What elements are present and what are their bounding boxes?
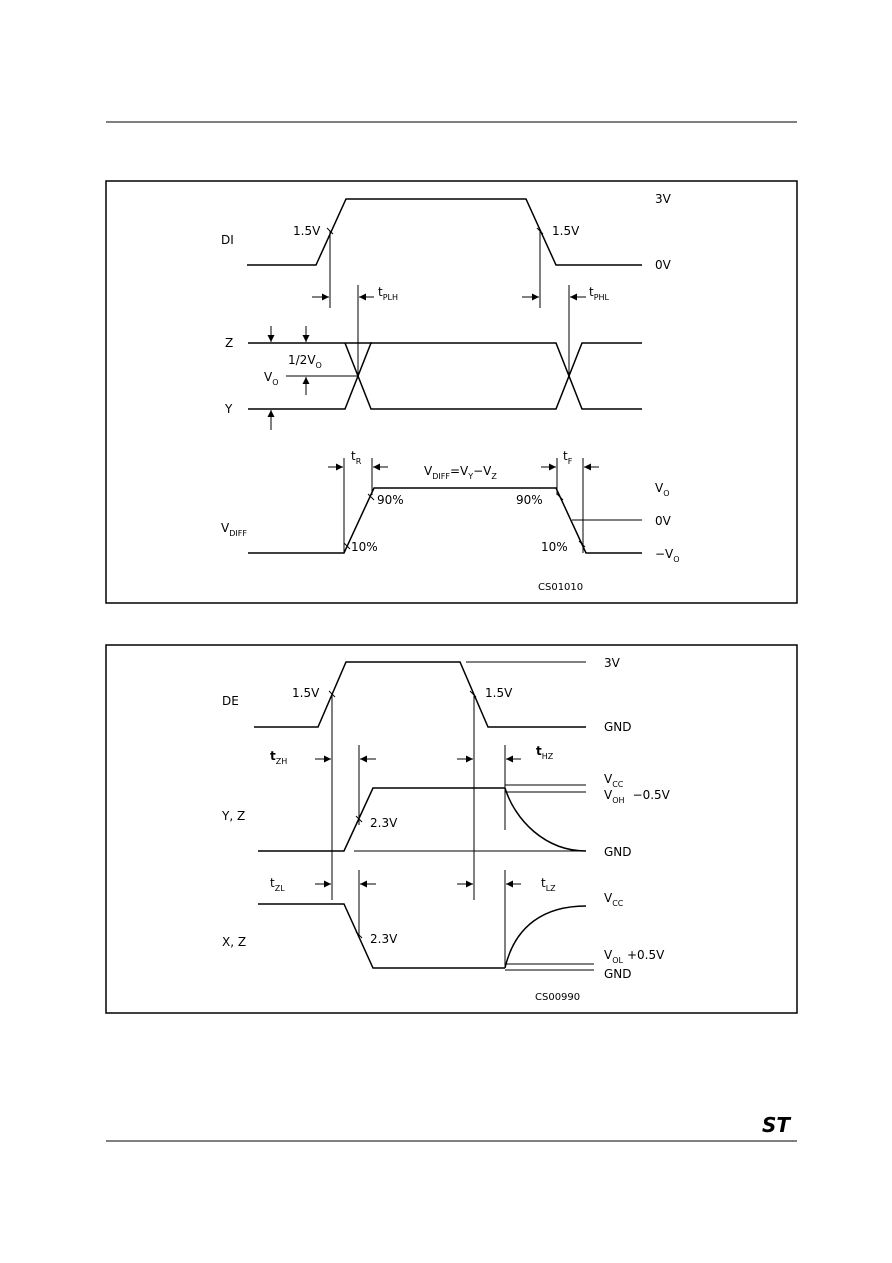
diagram-frame [105,180,798,604]
tlz-label: tLZ [541,876,556,893]
tr-label: tR [351,449,362,466]
xz-vcc-label: VCC [604,891,624,908]
zero-level-label: 0V [655,514,672,528]
p90-left-tick [367,493,375,501]
vdiff-formula: VDIFF=VY−VZ [424,464,497,481]
st-logo: ST [762,1113,791,1137]
di-signal-label: DI [221,233,234,247]
vo-level-label: VO [655,481,670,498]
p90-right-label: 90% [516,493,543,507]
diagram1-code: CS01010 [538,582,583,593]
yz-threshold: 2.3V [370,816,398,830]
de-signal-label: DE [222,694,239,708]
p10-right-tick [578,540,586,548]
tzh-label: tZH [270,749,287,766]
tphl-label: tPHL [589,285,610,302]
p10-left-label: 10% [351,540,378,554]
de-waveform [254,661,586,728]
vdiff-signal-label: VDIFF [221,521,247,538]
z-waveform-hi [344,342,642,410]
yz-decay-curve [504,787,587,852]
half-vo-label: 1/2VO [288,353,322,370]
diagram-frame [105,644,798,1014]
yz-voh-label: VOH−0.5V [604,788,671,805]
xz-signal-label: X, Z [222,935,246,949]
di-fall-threshold: 1.5V [552,224,580,238]
de-low-level: GND [604,720,632,734]
p10-right-label: 10% [541,540,568,554]
p90-right-tick [556,493,564,501]
xz-threshold: 2.3V [370,932,398,946]
timing-diagram-enable: DE 1.5V 1.5V 3V GND tZH tHZ Y, Z 2.3V VC… [105,644,798,1014]
yz-vcc-label: VCC [604,772,624,789]
z-signal-label: Z [225,336,233,350]
di-rise-threshold: 1.5V [293,224,321,238]
xz-gnd-label: GND [604,967,632,981]
yz-gnd-label: GND [604,845,632,859]
de-high-level: 3V [604,656,621,670]
neg-vo-level-label: −VO [655,547,680,564]
yz-signal-label: Y, Z [221,809,245,823]
di-high-level: 3V [655,192,672,206]
y-waveform [248,342,642,410]
p90-left-label: 90% [377,493,404,507]
de-rise-threshold: 1.5V [292,686,320,700]
tf-label: tF [563,449,573,466]
diagram2-code: CS00990 [535,992,580,1003]
vdiff-waveform [248,487,642,554]
di-low-level: 0V [655,258,672,272]
yz-threshold-tick [355,815,363,823]
xz-waveform [258,903,505,969]
yz-waveform [258,787,505,852]
di-waveform [247,198,642,266]
p10-left-tick [343,542,351,550]
st-logo-text: ST [762,1113,791,1137]
xz-rise-curve [504,905,587,969]
tzl-label: tZL [270,876,285,893]
xz-vol-label: VOL+0.5V [604,948,665,965]
y-signal-label: Y [224,402,233,416]
tplh-label: tPLH [378,285,398,302]
xz-threshold-tick [355,931,363,939]
vo-label: VO [264,370,279,387]
de-fall-threshold: 1.5V [485,686,513,700]
timing-diagram-propagation: DI 1.5V 1.5V 3V 0V tPLH tPHL Z Y 1/2VO V… [105,180,798,604]
thz-label: tHZ [536,744,554,761]
de-fall-tick [469,690,477,698]
